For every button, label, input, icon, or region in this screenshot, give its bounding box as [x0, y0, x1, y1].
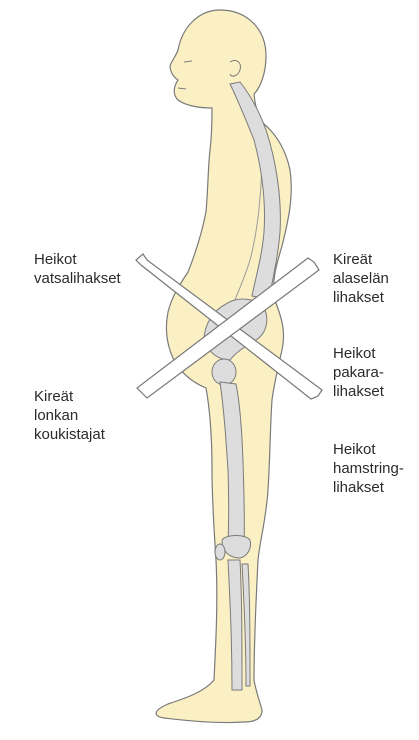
label-tight-hip-flexors: Kireät lonkan koukistajat: [34, 387, 105, 444]
label-weak-abdominals: Heikot vatsalihakset: [34, 250, 121, 288]
patella: [215, 544, 225, 560]
label-line: lihakset: [333, 288, 389, 307]
label-line: vatsalihakset: [34, 269, 121, 288]
label-line: alaselän: [333, 269, 389, 288]
label-line: lonkan: [34, 406, 105, 425]
label-line: koukistajat: [34, 425, 105, 444]
label-line: pakara-: [333, 363, 384, 382]
label-weak-hamstrings: Heikot hamstring- lihakset: [333, 440, 404, 497]
label-line: Heikot: [333, 344, 384, 363]
label-tight-lower-back: Kireät alaselän lihakset: [333, 250, 389, 307]
label-line: lihakset: [333, 382, 384, 401]
label-line: hamstring-: [333, 459, 404, 478]
label-line: Heikot: [34, 250, 121, 269]
label-line: Heikot: [333, 440, 404, 459]
label-line: Kireät: [34, 387, 105, 406]
hip-joint: [212, 359, 236, 385]
label-weak-glutes: Heikot pakara- lihakset: [333, 344, 384, 401]
label-line: lihakset: [333, 478, 404, 497]
label-line: Kireät: [333, 250, 389, 269]
